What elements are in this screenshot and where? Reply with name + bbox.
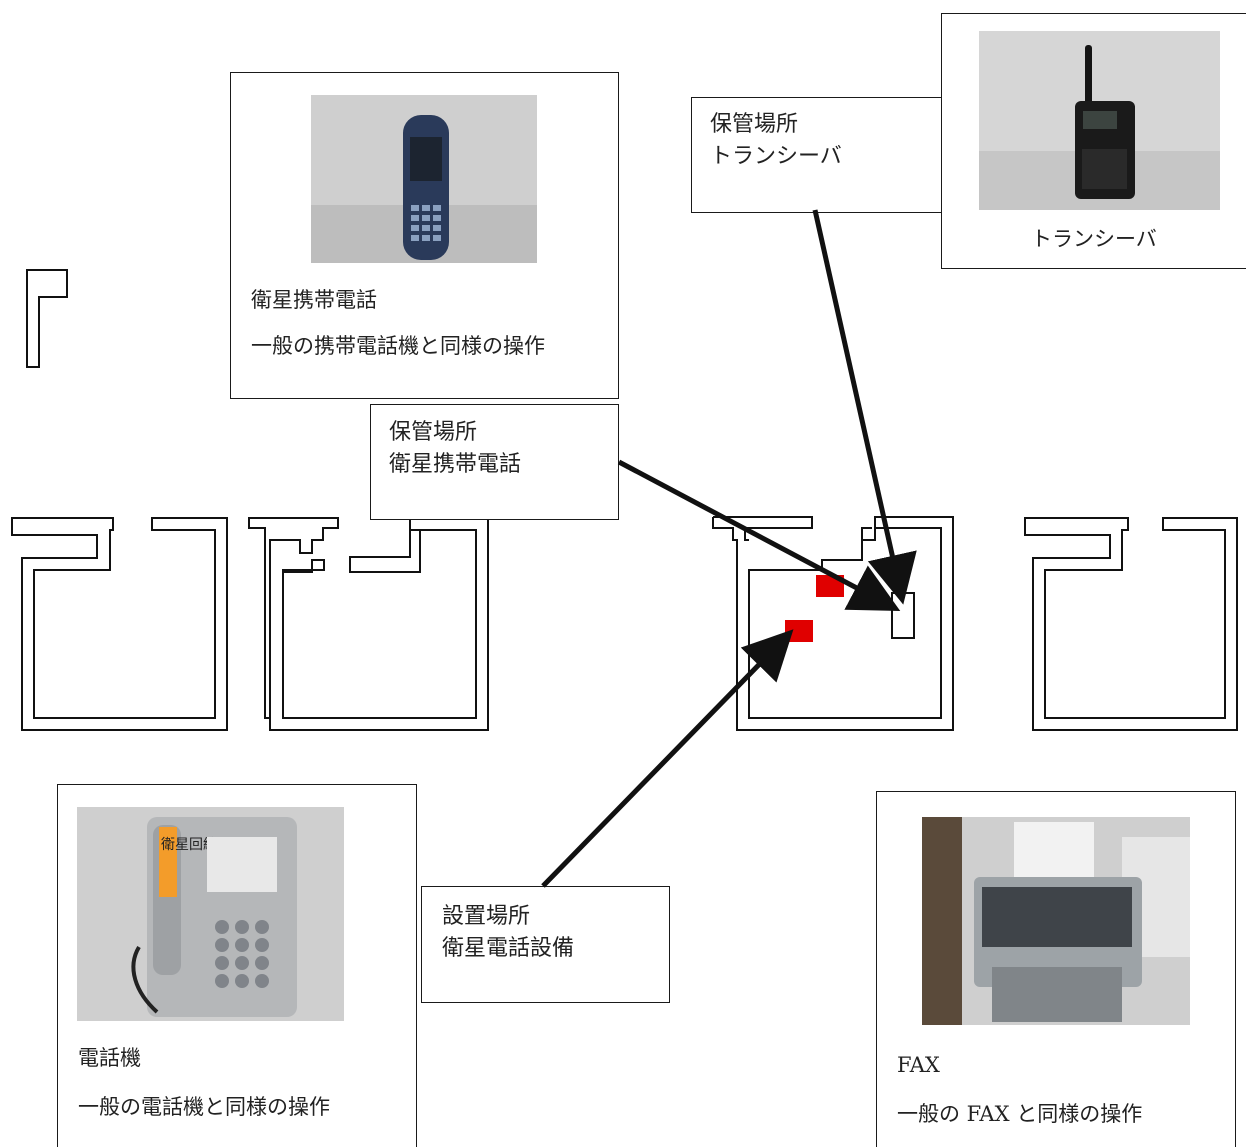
satellite-phone-photo — [311, 95, 537, 263]
handset-label: 衛星回線 — [161, 837, 217, 853]
room-3 — [712, 516, 954, 731]
callout-sat-phone-equipment-text: 設置場所 衛星電話設備 — [442, 904, 575, 961]
callout-transceiver-storage-text: 保管場所 トランシーバ — [710, 112, 842, 169]
telephone-description: 一般の電話機と同様の操作 — [78, 1095, 330, 1119]
callout-transceiver-storage: 保管場所 トランシーバ — [691, 97, 942, 213]
sat-phone-card: 衛星携帯電話 一般の携帯電話機と同様の操作 — [230, 72, 619, 399]
room-2 — [248, 517, 489, 731]
fax-photo — [922, 817, 1190, 1025]
callout-sat-phone-storage-text: 保管場所 衛星携帯電話 — [389, 420, 522, 477]
telephone-card: 衛星回線 電話機 一般の電話機と同様の操作 — [57, 784, 417, 1147]
telephone-photo: 衛星回線 — [77, 807, 344, 1021]
transceiver-card: トランシーバ — [941, 13, 1246, 269]
transceiver-caption: トランシーバ — [1031, 227, 1157, 251]
callout-sat-phone-equipment: 設置場所 衛星電話設備 — [421, 886, 670, 1003]
fax-description: 一般の FAX と同様の操作 — [897, 1102, 1143, 1126]
callout-sat-phone-storage: 保管場所 衛星携帯電話 — [370, 404, 619, 520]
wall-fragment — [26, 269, 68, 368]
room-1 — [11, 517, 228, 731]
fax-title: FAX — [897, 1053, 940, 1077]
fax-card: FAX 一般の FAX と同様の操作 — [876, 791, 1236, 1147]
room-4 — [1024, 517, 1238, 731]
sat-phone-description: 一般の携帯電話機と同様の操作 — [251, 334, 545, 358]
transceiver-photo — [979, 31, 1220, 210]
telephone-title: 電話機 — [78, 1046, 141, 1070]
sat-phone-title: 衛星携帯電話 — [251, 288, 377, 312]
